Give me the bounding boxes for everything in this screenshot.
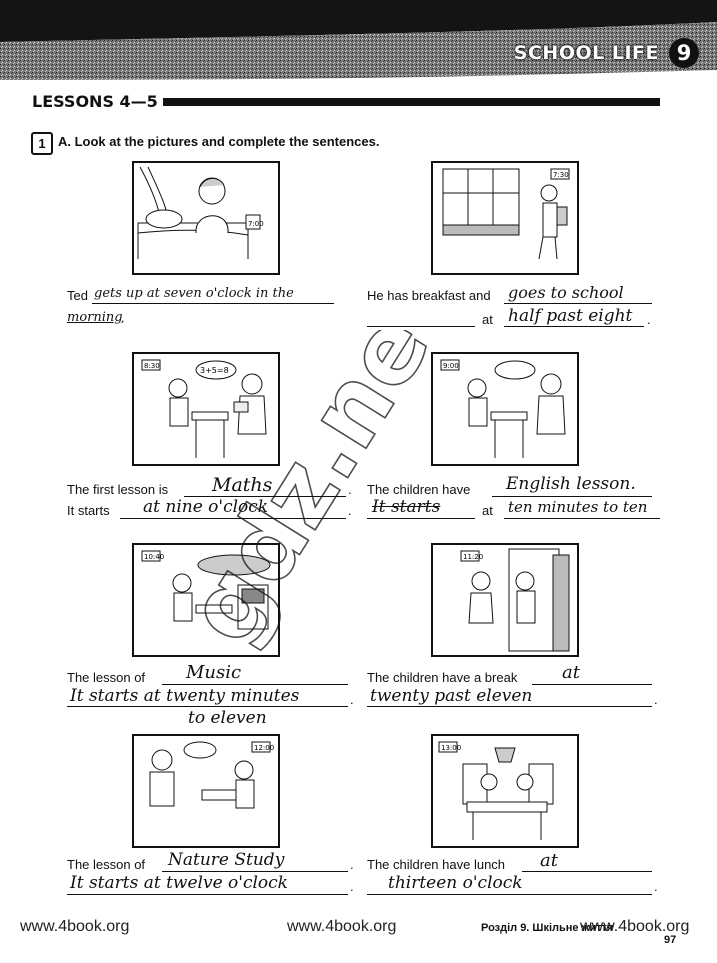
item-7-answer-line-2: [67, 894, 348, 895]
item-2-end: .: [647, 312, 651, 327]
footer-link-right[interactable]: www.4book.org: [580, 918, 690, 935]
item-1-prefix: Ted: [67, 288, 88, 303]
item-3-answer-line-1: [184, 496, 346, 497]
item-4-at: at: [482, 503, 493, 518]
item-6-answer-line-1: [532, 684, 652, 685]
item-5-end: .: [350, 692, 354, 707]
item-4-prefix: The children have: [367, 482, 471, 497]
item-8-end: .: [654, 879, 658, 894]
item-7-prefix: The lesson of: [67, 857, 146, 872]
item-8-answer-1: at: [540, 850, 558, 871]
picture-maths: 8:30 3+5=8: [132, 352, 280, 466]
clock-label: 13:00: [441, 744, 461, 752]
item-4-answer-line-2: [504, 518, 660, 519]
item-8-answer-line-2: [367, 894, 652, 895]
footer-link-center[interactable]: www.4book.org: [287, 918, 397, 935]
item-5-answer-1: Music: [186, 662, 242, 683]
item-6-end: .: [654, 692, 658, 707]
picture-lunch: 13:00: [431, 734, 579, 848]
picture-music: 10:40: [132, 543, 280, 657]
picture-nature-study: 12:00: [132, 734, 280, 848]
item-1-end: .: [121, 310, 125, 325]
footer-link-left[interactable]: www.4book.org: [20, 918, 130, 935]
item-5-answer-3: to eleven: [188, 708, 267, 728]
item-2-prefix: He has breakfast and: [367, 288, 491, 303]
item-6-answer-line-2: [367, 706, 652, 707]
header-band: [0, 0, 717, 92]
heading-rule: [163, 98, 660, 106]
footer-chapter: Розділ 9. Шкільне життя: [481, 922, 614, 934]
item-1-answer-line-1: [92, 303, 334, 304]
task-instruction: A. Look at the pictures and complete the…: [58, 134, 380, 149]
clock-label: 10:40: [144, 553, 164, 561]
item-7-answer-line-1: [162, 871, 348, 872]
item-2-blank-line: [367, 326, 475, 327]
lessons-heading: LESSONS 4—5: [32, 92, 158, 111]
item-4-answer-line-1: [492, 496, 652, 497]
item-2-answer-line-1: [504, 303, 652, 304]
unit-number: 9: [669, 38, 699, 68]
page-number: 97: [664, 934, 677, 946]
clock-label: 8:30: [144, 362, 160, 370]
item-5-answer-line-1: [162, 684, 348, 685]
item-3-prefix: The first lesson is: [67, 482, 169, 497]
item-3-answer-2: at nine o'clock: [143, 497, 269, 517]
item-2-at: at: [482, 312, 493, 327]
item-4-answer-line-1b: [367, 518, 475, 519]
item-7-end-1: .: [350, 857, 354, 872]
clock-label: 12:00: [254, 744, 274, 752]
task-number: 1: [31, 132, 53, 155]
unit-title: SCHOOL LIFE: [513, 42, 659, 64]
clock-label: 7:30: [553, 171, 569, 179]
item-6-answer-1: at: [562, 662, 580, 683]
item-5-answer-line-2: [67, 706, 348, 707]
clock-label: 11:20: [463, 553, 483, 561]
item-2-answer-line-2: [504, 326, 644, 327]
item-8-prefix: The children have lunch: [367, 857, 506, 872]
item-3-end-2: .: [348, 503, 352, 518]
item-6-prefix: The children have a break: [367, 670, 518, 685]
item-7-end-2: .: [350, 879, 354, 894]
speech-bubble: 3+5=8: [200, 366, 229, 375]
picture-wake-up: 7:00: [132, 161, 280, 275]
item-8-answer-2: thirteen o'clock: [388, 873, 523, 893]
item-4-answer-2: ten minutes to ten: [508, 498, 648, 516]
picture-english: 9:00: [431, 352, 579, 466]
item-5-answer-2: It starts at twenty minutes: [70, 686, 300, 706]
item-2-answer-2: half past eight: [508, 306, 633, 326]
item-4-answer-1: English lesson.: [506, 474, 636, 494]
item-1-answer-2: morning: [67, 310, 123, 325]
picture-break: 11:20: [431, 543, 579, 657]
item-7-answer-1: Nature Study: [168, 850, 285, 870]
item-7-answer-2: It starts at twelve o'clock: [70, 873, 288, 893]
picture-go-to-school: 7:30: [431, 161, 579, 275]
clock-label: 7:00: [248, 220, 264, 228]
item-3-prefix-2: It starts: [67, 503, 110, 518]
item-8-answer-line-1: [522, 871, 652, 872]
clock-label: 9:00: [443, 362, 459, 370]
item-3-answer-1: Maths: [212, 474, 273, 496]
item-3-end-1: .: [348, 482, 352, 497]
item-1-answer-1: gets up at seven o'clock in the: [94, 286, 294, 301]
item-3-answer-line-2: [120, 518, 346, 519]
item-4-answer-1b: It starts: [372, 497, 441, 517]
item-6-answer-2: twenty past eleven: [370, 686, 533, 706]
item-5-prefix: The lesson of: [67, 670, 146, 685]
item-2-answer-1: goes to school: [508, 283, 624, 302]
